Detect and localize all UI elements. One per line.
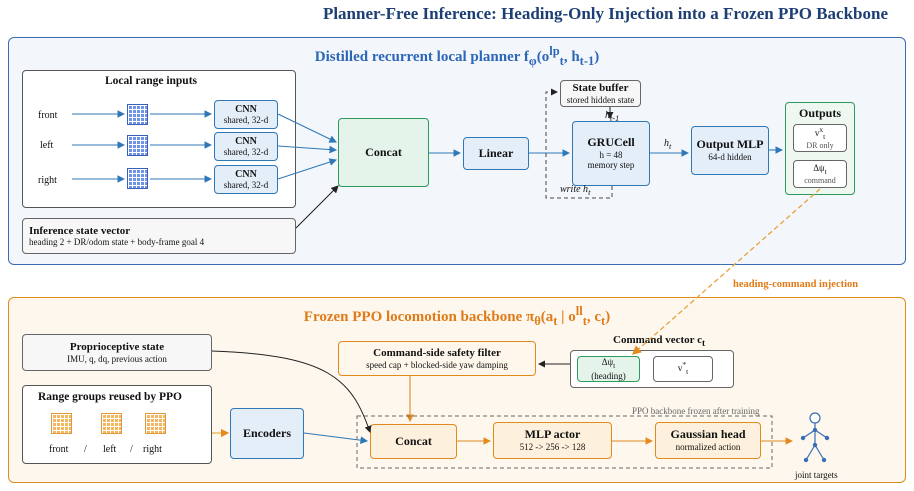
linear-box: Linear	[463, 137, 529, 170]
arrow-cnn-concat-3	[277, 158, 338, 180]
frozen-region	[356, 415, 773, 469]
command-vector-title: Command vector ct	[613, 334, 706, 349]
main-title: Planner-Free Inference: Heading-Only Inj…	[322, 4, 888, 23]
input-label-right: right	[38, 175, 57, 186]
frozen-note: PPO backbone frozen after training	[632, 406, 760, 416]
write-ht-loop	[545, 88, 613, 199]
injection-label: heading-command injection	[733, 279, 859, 290]
cmd-dpsi: Δψt (heading)	[577, 356, 640, 382]
input-label-left: left	[40, 140, 54, 151]
ppo-label-sep1: /	[84, 444, 87, 455]
concat-bot-box: Concat	[370, 424, 457, 459]
ppo-label-right: right	[143, 444, 162, 455]
arrow-cnn-concat-1	[277, 113, 337, 143]
planner-section-title: Distilled recurrent local planner fφ(olp…	[314, 44, 600, 68]
ppo-grid-front	[51, 413, 72, 434]
ppo-grid-left	[101, 413, 122, 434]
output-dpsi: Δψt command	[793, 160, 847, 188]
encoders-box: Encoders	[230, 408, 304, 459]
concat-top-box: Concat	[338, 118, 429, 187]
ppo-grid-right	[145, 413, 166, 434]
arrow-state-concat	[295, 185, 339, 229]
local-range-title: Local range inputs	[105, 75, 198, 87]
range-grid-front	[127, 104, 148, 125]
joint-targets-label: joint targets	[795, 470, 838, 480]
robot-figure-icon	[800, 412, 830, 463]
cmd-v: v*t	[653, 356, 713, 382]
arrow-encoders-concat	[303, 432, 369, 444]
injection-arrow	[632, 188, 821, 355]
write-ht-label: write ht	[560, 184, 591, 197]
ppo-label-left: left	[103, 444, 117, 455]
range-grid-left	[127, 135, 148, 156]
range-grid-right	[127, 168, 148, 189]
arrow-cnn-concat-2	[277, 145, 338, 154]
range-groups-title: Range groups reused by PPO	[38, 391, 182, 403]
input-label-front: front	[38, 110, 58, 121]
ppo-section-title: Frozen PPO locomotion backbone πθ(at | o…	[303, 304, 611, 328]
arrow-proprio-concat	[211, 350, 372, 433]
ppo-label-sep2: /	[130, 444, 133, 455]
output-vx: vxt DR only	[793, 124, 847, 152]
ht-label: ht	[664, 138, 672, 151]
ppo-label-front: front	[49, 444, 69, 455]
